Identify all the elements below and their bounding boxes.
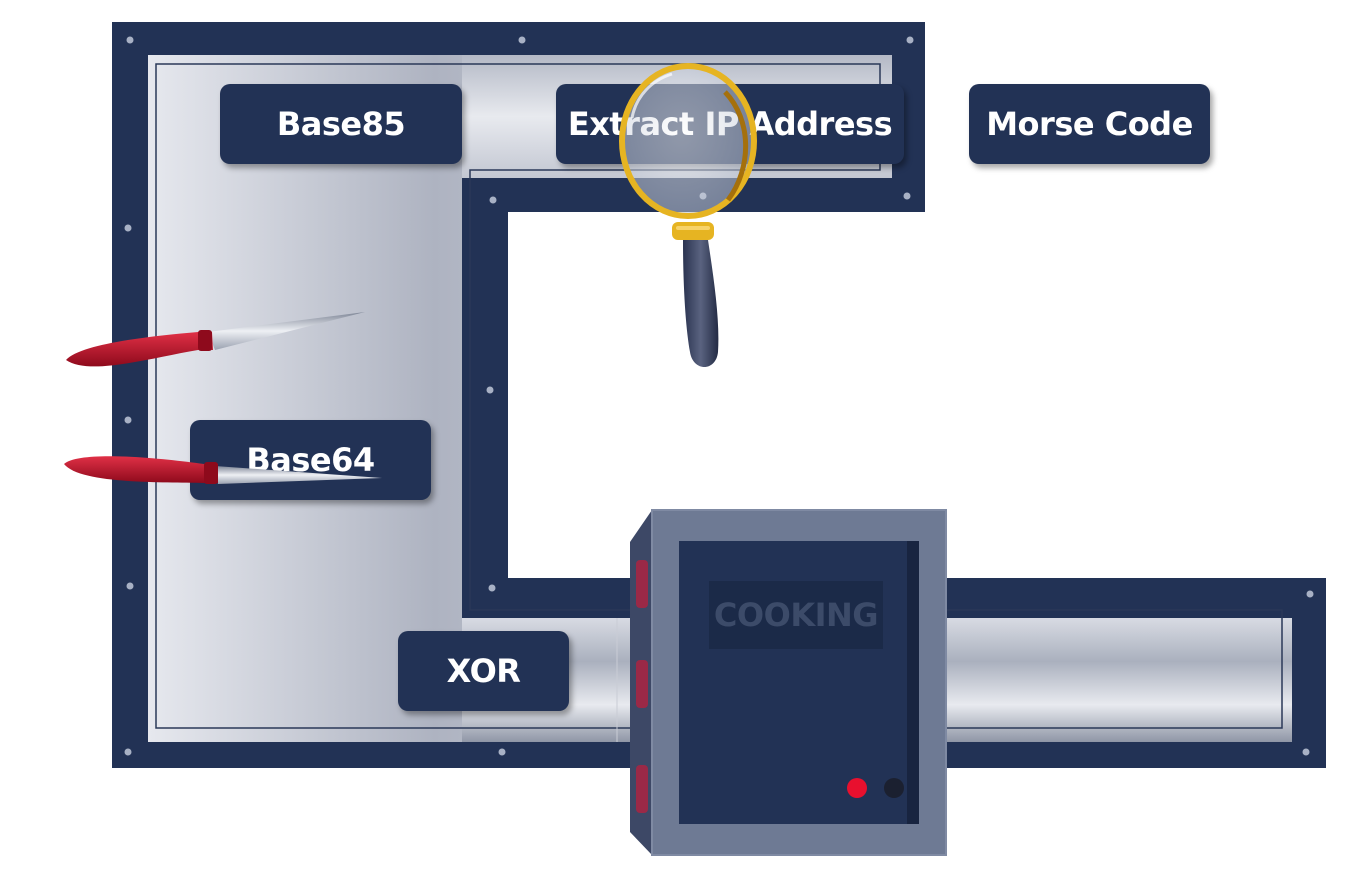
base85-label: Base85: [276, 105, 406, 143]
base64-label: Base64: [246, 441, 375, 479]
rivets: [124, 36, 1314, 756]
morse-code-label: Morse Code: [986, 105, 1193, 143]
morse-code-operation[interactable]: Morse Code: [969, 84, 1210, 164]
xor-operation[interactable]: XOR: [398, 631, 569, 711]
pipe-inner: [148, 55, 1292, 742]
extract-ip-label: Extract IP Address: [567, 105, 893, 143]
xor-label: XOR: [446, 652, 521, 690]
base85-operation[interactable]: Base85: [220, 84, 462, 164]
extract-ip-address-operation[interactable]: Extract IP Address: [556, 84, 904, 164]
base64-operation[interactable]: Base64: [190, 420, 431, 500]
cooking-status: COOKING: [709, 581, 883, 649]
